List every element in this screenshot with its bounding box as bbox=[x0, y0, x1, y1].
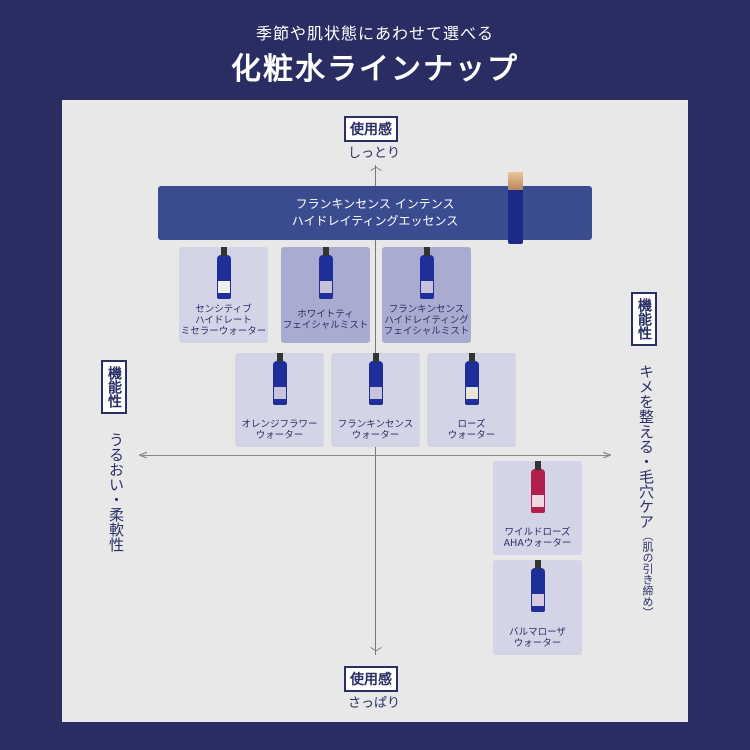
product-card[interactable]: ローズウォーター bbox=[427, 353, 516, 447]
product-name: ウォーター bbox=[447, 430, 496, 441]
product-name: フェイシャルミスト bbox=[282, 320, 369, 331]
product-name: ホワイトティ bbox=[297, 309, 354, 320]
product-name: センシティブ bbox=[195, 304, 252, 315]
arrow-left-icon: < bbox=[138, 448, 149, 462]
product-card[interactable]: フランキンセンスウォーター bbox=[331, 353, 420, 447]
banner-line-2: ハイドレイティングエッセンス bbox=[291, 214, 459, 228]
product-name: ウォーター bbox=[513, 638, 562, 649]
arrow-up-icon: ︿ bbox=[370, 159, 383, 173]
banner-line-1: フランキンセンス インテンス bbox=[295, 197, 455, 211]
product-name: ミセラーウォーター bbox=[180, 326, 267, 337]
product-name: ハイドレイティング bbox=[384, 315, 469, 326]
product-card[interactable]: センシティブハイドレートミセラーウォーター bbox=[179, 247, 268, 343]
product-name: ローズ bbox=[457, 419, 486, 430]
right-axis-value: キメを整える・毛穴ケア bbox=[637, 364, 655, 529]
product-card[interactable]: バルマローザウォーター bbox=[493, 560, 582, 655]
bottle-image bbox=[368, 353, 383, 405]
product-card[interactable]: ホワイトティフェイシャルミスト bbox=[281, 247, 370, 343]
product-name: オレンジフラワー bbox=[241, 419, 318, 430]
product-name: ワイルドローズ bbox=[504, 527, 571, 538]
product-name: AHAウォーター bbox=[503, 538, 572, 549]
bottom-axis-label: 使用感 bbox=[344, 666, 398, 692]
bottle-image bbox=[530, 461, 545, 513]
product-name: ハイドレート bbox=[195, 315, 252, 326]
right-axis-note: （肌の引き締め） bbox=[641, 530, 654, 618]
subtitle: 季節や肌状態にあわせて選べる bbox=[255, 24, 494, 43]
bottle-image bbox=[419, 247, 434, 299]
bottle-image bbox=[464, 353, 479, 405]
top-axis-label: 使用感 bbox=[344, 116, 398, 142]
bottle-image bbox=[530, 560, 545, 612]
product-name: バルマローザ bbox=[509, 627, 566, 638]
product-name: フランキンセンス bbox=[337, 419, 414, 430]
bottle-image bbox=[272, 353, 287, 405]
left-axis-label: 機能性 bbox=[101, 360, 127, 414]
page-title: 化粧水ラインナップ bbox=[231, 52, 519, 87]
top-axis-value: しっとり bbox=[348, 146, 401, 161]
essence-bottle-image bbox=[508, 172, 523, 244]
product-card[interactable]: フランキンセンスハイドレイティングフェイシャルミスト bbox=[382, 247, 471, 343]
product-name: ウォーター bbox=[351, 430, 400, 441]
arrow-right-icon: > bbox=[602, 448, 613, 462]
product-card[interactable]: オレンジフラワーウォーター bbox=[235, 353, 324, 447]
product-name: フェイシャルミスト bbox=[383, 326, 470, 337]
bottle-image bbox=[216, 247, 231, 299]
horizontal-axis bbox=[142, 455, 608, 456]
product-name: ウォーター bbox=[255, 430, 304, 441]
featured-product-banner[interactable]: フランキンセンス インテンス ハイドレイティングエッセンス bbox=[158, 186, 592, 240]
product-name: フランキンセンス bbox=[388, 304, 465, 315]
arrow-down-icon: ﹀ bbox=[370, 646, 383, 660]
bottle-image bbox=[318, 247, 333, 299]
left-axis-value: うるおい・柔軟性 bbox=[107, 432, 125, 552]
right-axis-label: 機能性 bbox=[631, 292, 657, 346]
bottom-axis-value: さっぱり bbox=[348, 696, 401, 711]
